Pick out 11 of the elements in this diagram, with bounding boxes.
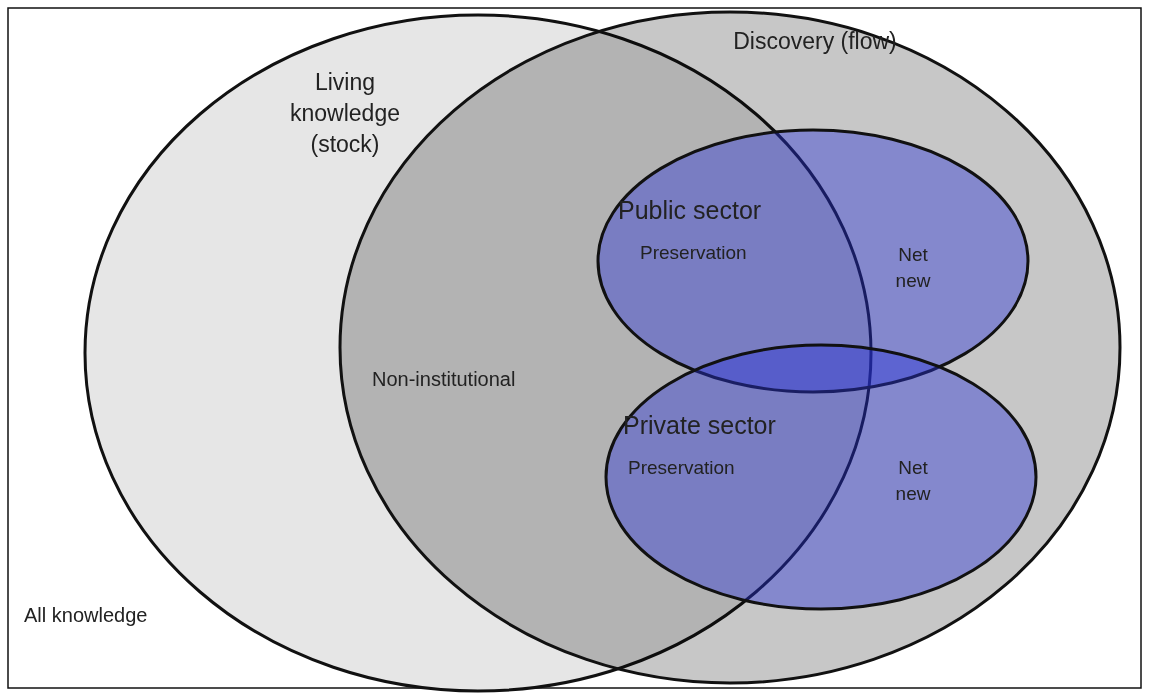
- sector-heading: Public sector: [618, 195, 762, 226]
- region-label: Net new: [894, 456, 932, 506]
- region-label: Non-institutional: [372, 368, 516, 391]
- region-label: Living knowledge (stock): [289, 68, 401, 160]
- region-label: Discovery (flow): [732, 27, 898, 56]
- region-label: Preservation: [628, 456, 735, 480]
- region-label: All knowledge: [24, 603, 148, 628]
- region-label: Preservation: [640, 241, 747, 265]
- region-label: Net new: [894, 243, 932, 293]
- sector-heading: Private sector: [623, 410, 776, 441]
- sector-ellipse: [606, 345, 1036, 609]
